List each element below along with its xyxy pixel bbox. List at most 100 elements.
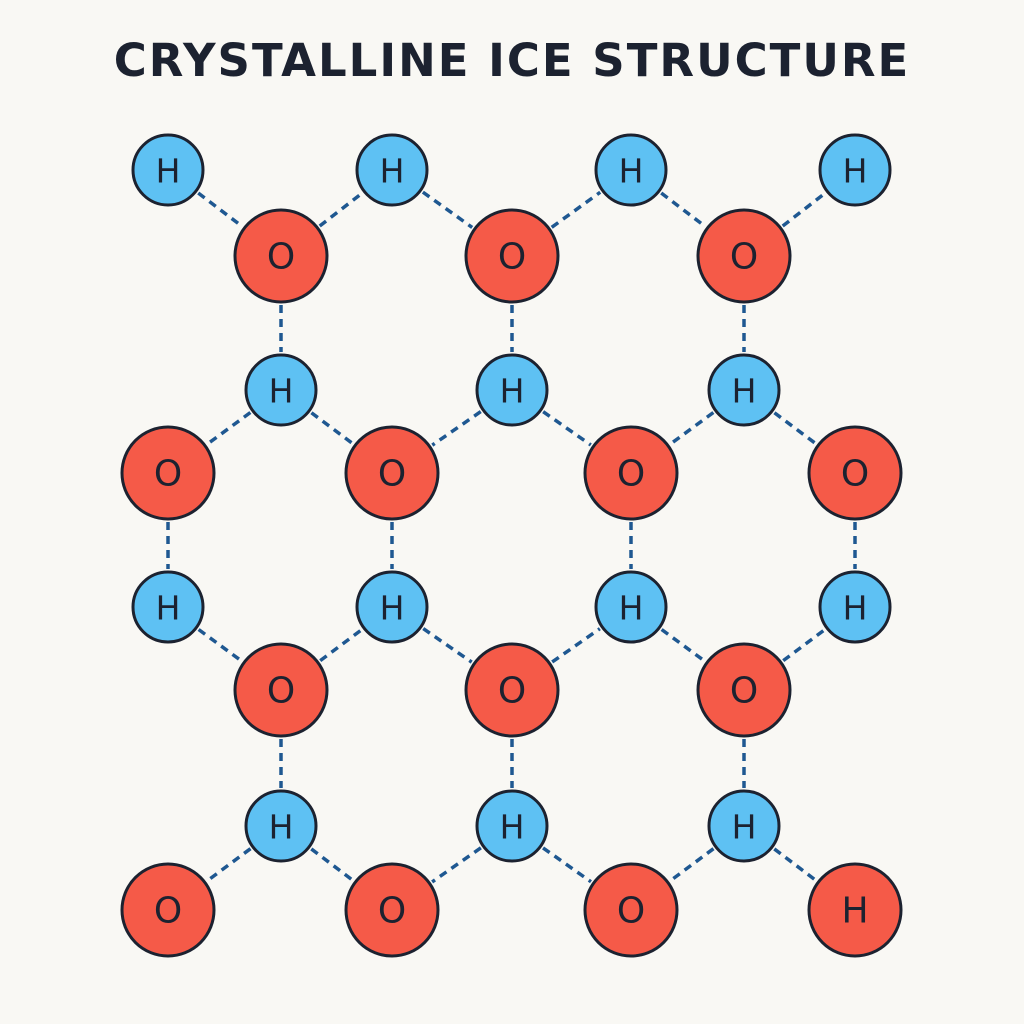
atom-label: O — [267, 237, 295, 278]
atom-label: H — [269, 808, 294, 847]
atom-label: H — [380, 152, 405, 191]
hydrogen-atom-h10: H — [594, 570, 668, 644]
oxygen-circle — [233, 642, 329, 738]
atom-label: O — [154, 454, 182, 495]
oxygen-atom-o3: O — [696, 208, 792, 304]
atom-label: H — [841, 891, 868, 932]
atom-layer: H H H H O O O H H H O O O O H H H H O O O H H H O O O H — [120, 133, 903, 958]
hydrogen-atom-h2: H — [355, 133, 429, 207]
hydrogen-bond-20 — [197, 628, 243, 663]
hydrogen-atom-h12: H — [244, 789, 318, 863]
oxygen-circle — [464, 208, 560, 304]
hydrogen-bond-24 — [660, 628, 706, 663]
atom-label: H — [732, 372, 757, 411]
hydrogen-bond-layer — [166, 190, 857, 884]
oxygen-atom-o1: O — [233, 208, 329, 304]
atom-label: O — [154, 891, 182, 932]
hydrogen-circle — [707, 353, 781, 427]
atom-label: H — [619, 152, 644, 191]
oxygen-circle — [233, 208, 329, 304]
atom-label: O — [841, 454, 869, 495]
hydrogen-circle — [594, 570, 668, 644]
hydrogen-bond-14 — [669, 411, 715, 446]
oxygen-atom-o5: O — [344, 425, 440, 521]
hydrogen-bond-25 — [782, 628, 826, 663]
oxygen-circle — [464, 642, 560, 738]
atom-label: O — [617, 891, 645, 932]
hydrogen-atom-h14: H — [707, 789, 781, 863]
hydrogen-bond-11 — [310, 411, 354, 446]
oxygen-atom-o11: O — [120, 862, 216, 958]
oxygen-atom-o7: O — [807, 425, 903, 521]
hydrogen-bond-34 — [773, 847, 817, 882]
hydrogen-circle — [131, 133, 205, 207]
oxygen-circle — [696, 642, 792, 738]
hydrogen-circle — [355, 570, 429, 644]
hydrogen-bond-32 — [542, 846, 592, 884]
hydrogen-atom-h5: H — [244, 353, 318, 427]
hydrogen-bond-33 — [669, 847, 715, 883]
hydrogen-circle — [355, 133, 429, 207]
atom-label: H — [500, 808, 525, 847]
atom-label: H — [156, 152, 181, 191]
oxygen-atom-o6: O — [583, 425, 679, 521]
atom-label: H — [843, 152, 868, 191]
hydrogen-circle — [475, 789, 549, 863]
atom-label: O — [267, 671, 295, 712]
hydrogen-atom-h6: H — [475, 353, 549, 427]
hydrogen-bond-13 — [542, 410, 592, 447]
hydrogen-atom-h13: H — [475, 789, 549, 863]
hydrogen-bond-29 — [206, 847, 252, 883]
atom-label: O — [378, 891, 406, 932]
hydrogen-circle — [131, 570, 205, 644]
hydrogen-bond-12 — [431, 410, 482, 447]
atom-label: O — [498, 671, 526, 712]
hydrogen-bond-2 — [318, 191, 364, 228]
oxygen-circle — [344, 862, 440, 958]
atom-label: H — [732, 808, 757, 847]
atom-label: H — [380, 589, 405, 628]
atom-label: O — [498, 237, 526, 278]
hydrogen-atom-h11: H — [818, 570, 892, 644]
hydrogen-circle — [818, 570, 892, 644]
hydrogen-bond-3 — [421, 190, 474, 229]
atom-label: O — [378, 454, 406, 495]
hydrogen-atom-h8: H — [131, 570, 205, 644]
oxygen-atom-o8: O — [233, 642, 329, 738]
atom-label: H — [269, 372, 294, 411]
hydrogen-bond-21 — [319, 628, 363, 663]
hydrogen-bond-31 — [431, 846, 482, 884]
oxygen-circle — [583, 425, 679, 521]
hydrogen-circle — [818, 133, 892, 207]
hydrogen-bond-22 — [422, 627, 473, 664]
oxygen-atom-o13: O — [583, 862, 679, 958]
atom-label: H — [500, 372, 525, 411]
oxygen-atom-h15: H — [807, 862, 903, 958]
oxygen-atom-o10: O — [696, 642, 792, 738]
hydrogen-circle — [707, 789, 781, 863]
oxygen-circle — [807, 862, 903, 958]
hydrogen-atom-h1: H — [131, 133, 205, 207]
oxygen-circle — [120, 862, 216, 958]
hydrogen-atom-h9: H — [355, 570, 429, 644]
oxygen-circle — [583, 862, 679, 958]
hydrogen-atom-h7: H — [707, 353, 781, 427]
hydrogen-bond-30 — [310, 847, 354, 882]
hydrogen-atom-h4: H — [818, 133, 892, 207]
atom-label: O — [730, 237, 758, 278]
oxygen-circle — [696, 208, 792, 304]
oxygen-atom-o2: O — [464, 208, 560, 304]
atom-label: O — [730, 671, 758, 712]
hydrogen-bond-10 — [206, 411, 252, 446]
hydrogen-circle — [594, 133, 668, 207]
hydrogen-atom-h3: H — [594, 133, 668, 207]
hydrogen-circle — [244, 353, 318, 427]
hydrogen-bond-23 — [551, 627, 601, 664]
atom-label: H — [843, 589, 868, 628]
hydrogen-bond-6 — [781, 191, 827, 228]
oxygen-atom-o4: O — [120, 425, 216, 521]
atom-label: H — [619, 589, 644, 628]
atom-label: O — [617, 454, 645, 495]
